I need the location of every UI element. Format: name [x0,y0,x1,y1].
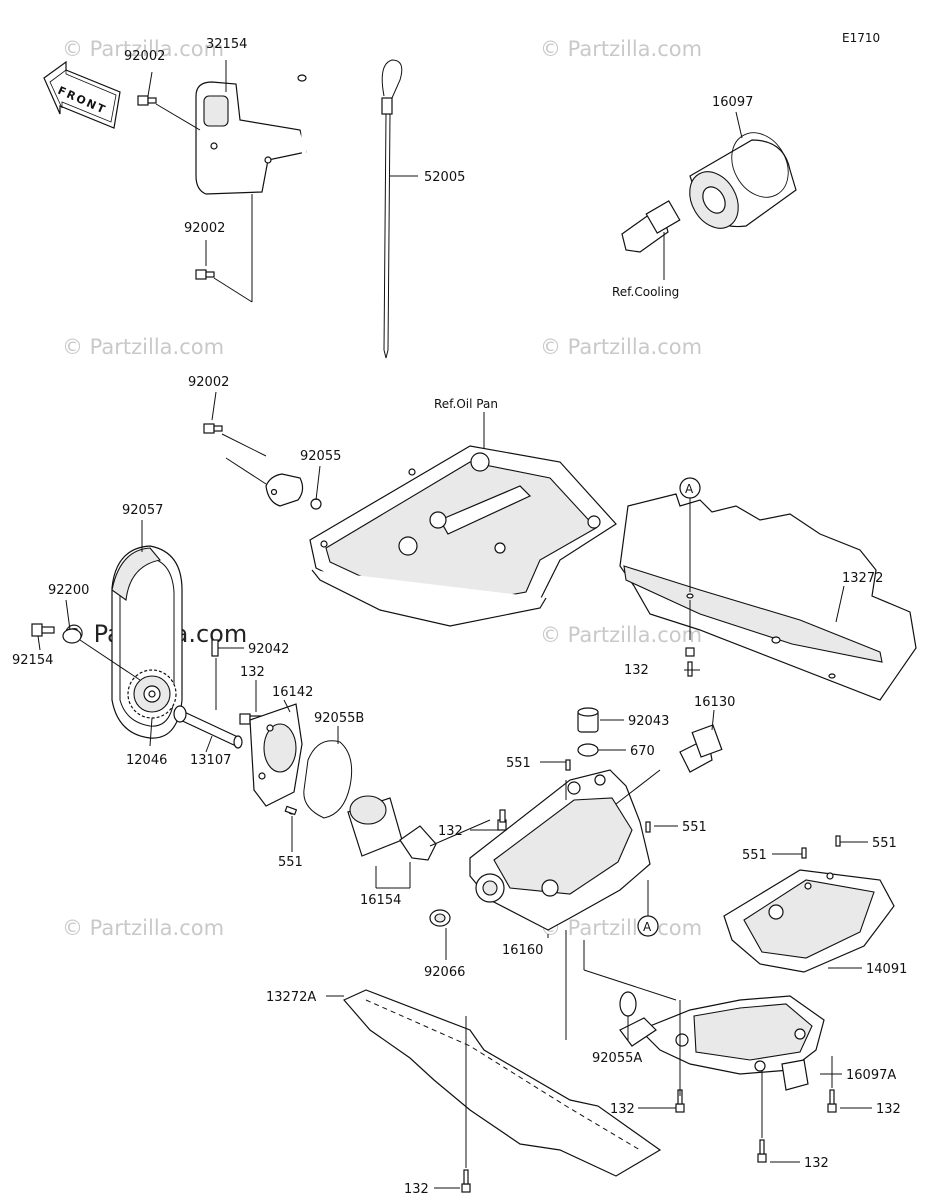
oil-pan [309,445,617,627]
bolt-92002-top-icon [137,95,157,106]
label-92057: 92057 [122,503,163,518]
rotor-16154 [347,795,437,861]
washer-92200-icon [62,628,82,644]
label-92043: 92043 [628,714,669,729]
callout-a-bottom-label: A [643,920,652,934]
label-92002-top: 92002 [124,49,165,64]
label-132-baffle: 132 [624,663,649,678]
gasket-92055b [303,740,353,819]
label-92055b: 92055B [314,711,364,726]
watermark-2: © Partzilla.com [540,37,702,61]
diagram-code: E1710 [842,31,880,45]
label-551-body-right: 551 [682,820,707,835]
label-132-body: 132 [438,824,463,839]
ref-oil-pan-label: Ref.Oil Pan [434,397,498,411]
label-92042: 92042 [248,642,289,657]
label-132-lower-baffle: 132 [404,1182,429,1197]
pin-551-icons [284,759,841,859]
cover-14091 [723,869,895,973]
label-92154: 92154 [12,653,53,668]
oil-filter-16097 [689,132,797,229]
label-132-strainer-mid: 132 [804,1156,829,1171]
strainer-16097a [619,995,825,1091]
watermark-4: © Partzilla.com [540,335,702,359]
label-92002-low: 92002 [188,375,229,390]
label-92002-mid: 92002 [184,221,225,236]
label-13272: 13272 [842,571,883,586]
label-16142: 16142 [272,685,313,700]
label-16097: 16097 [712,95,753,110]
label-132-strainer-right: 132 [876,1102,901,1117]
label-13272a: 13272A [266,990,316,1005]
leader-lines [37,60,872,1189]
collar-92043-icon [577,707,599,733]
shaft-13107 [173,705,243,749]
label-14091: 14091 [866,962,907,977]
oil-pump-16142 [249,703,303,815]
label-670: 670 [630,744,655,759]
watermark-1: © Partzilla.com [62,37,224,61]
label-132-pump: 132 [240,665,265,680]
watermark-3: © Partzilla.com [62,335,224,359]
callout-a-bottom: A [637,915,659,937]
bolt-92002-mid-icon [195,269,215,280]
watermark-5: © Partzilla.com [540,623,702,647]
label-92055: 92055 [300,449,341,464]
watermark-6: © Partzilla.com [62,916,224,940]
label-132-strainer-left: 132 [610,1102,635,1117]
filler-tube [265,74,351,510]
baffle-13272a [343,989,662,1177]
label-12046: 12046 [126,753,167,768]
dipstick-52005 [381,59,403,359]
label-551-pump: 551 [278,855,303,870]
callout-a-top: A [679,477,701,499]
label-92200: 92200 [48,583,89,598]
ref-cooling-label: Ref.Cooling [612,285,679,299]
label-16097a: 16097A [846,1068,896,1083]
label-32154: 32154 [206,37,247,52]
pin-92042-icon [211,639,219,657]
label-92066: 92066 [424,965,465,980]
label-13107: 13107 [190,753,231,768]
label-551-cover-right: 551 [872,836,897,851]
label-16154: 16154 [360,893,401,908]
plug-92066-icon [429,909,451,927]
callout-a-top-label: A [685,482,694,496]
o-ring-92055a-icon [619,991,637,1017]
bracket-32154 [195,81,307,195]
label-551-body-top: 551 [506,756,531,771]
filter-fitting [621,200,681,253]
valve-body-16160 [469,769,651,931]
part-labels: 32154 92002 92002 92002 52005 16097 9205… [12,37,907,1197]
relief-valve-16130 [679,724,723,773]
label-92055a: 92055A [592,1051,642,1066]
front-arrow-icon: FRONT [43,60,121,129]
bolt-92002-low-icon [203,423,223,434]
bolt-132-valve-icon [497,809,507,831]
bolt-92154-icon [31,623,55,637]
label-52005: 52005 [424,170,465,185]
label-551-cover-left: 551 [742,848,767,863]
o-ring-670-icon [577,743,599,757]
bolt-132-lower-icons [461,647,837,1193]
label-16160: 16160 [502,943,543,958]
baffle-13272 [619,493,917,701]
label-16130: 16130 [694,695,735,710]
